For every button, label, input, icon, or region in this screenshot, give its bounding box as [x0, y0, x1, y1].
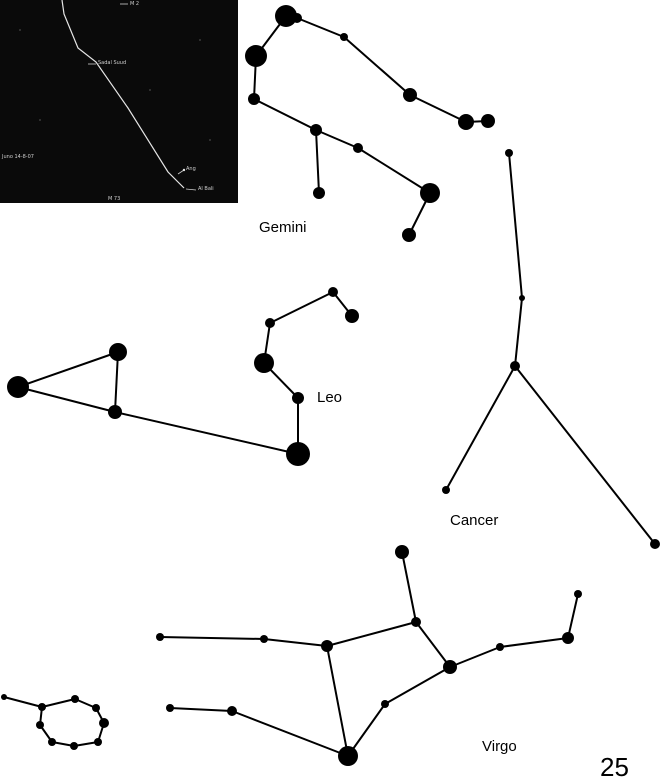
- leo-line: [115, 352, 118, 412]
- virgo-star: [321, 640, 333, 652]
- extra-star: [38, 703, 46, 711]
- virgo-line: [416, 622, 450, 667]
- extra-star: [1, 694, 7, 700]
- virgo-label: Virgo: [482, 738, 517, 755]
- leo-line: [18, 352, 118, 387]
- virgo-line: [232, 711, 348, 756]
- extra-star: [48, 738, 56, 746]
- leo-star: [265, 318, 275, 328]
- extra-line: [4, 697, 42, 707]
- leo-star: [108, 405, 122, 419]
- virgo-line: [500, 638, 568, 647]
- gemini-star: [310, 124, 322, 136]
- gemini-line: [297, 18, 344, 37]
- leo-star: [345, 309, 359, 323]
- virgo-star: [166, 704, 174, 712]
- virgo-star: [411, 617, 421, 627]
- gemini-star: [403, 88, 417, 102]
- virgo-star: [381, 700, 389, 708]
- gemini-star: [402, 228, 416, 242]
- virgo-line: [450, 647, 500, 667]
- virgo-star: [496, 643, 504, 651]
- gemini-line: [410, 95, 466, 122]
- extra-star: [94, 738, 102, 746]
- cancer-line: [446, 366, 515, 490]
- gemini-star: [245, 45, 267, 67]
- virgo-line: [385, 667, 450, 704]
- gemini-line: [344, 37, 410, 95]
- virgo-line: [170, 708, 232, 711]
- extra-star: [71, 695, 79, 703]
- inset-label-m73: M 73: [108, 196, 120, 202]
- gemini-star: [420, 183, 440, 203]
- virgo-line: [327, 646, 348, 756]
- virgo-line: [160, 637, 264, 639]
- virgo-star: [562, 632, 574, 644]
- leo-label: Leo: [317, 389, 342, 406]
- virgo-star: [260, 635, 268, 643]
- virgo-star: [227, 706, 237, 716]
- virgo-star: [395, 545, 409, 559]
- extra-star: [70, 742, 78, 750]
- virgo-line: [402, 552, 416, 622]
- gemini-star: [340, 33, 348, 41]
- leo-star: [254, 353, 274, 373]
- gemini-line: [358, 148, 430, 193]
- extra-star: [36, 721, 44, 729]
- virgo-line: [568, 594, 578, 638]
- gemini-line: [316, 130, 358, 148]
- inset-label-ang: Ang: [186, 166, 196, 172]
- gemini-star: [481, 114, 495, 128]
- inset-label-al-bali: Al Bali: [198, 186, 214, 192]
- inset-star-photo: M 2 Sadal Suud Juno 14-8-07 Ang Al Bali …: [0, 0, 238, 203]
- inset-label-sadal-suud: Sadal Suud: [98, 60, 126, 66]
- cancer-label: Cancer: [450, 512, 498, 529]
- leo-star: [328, 287, 338, 297]
- virgo-star: [574, 590, 582, 598]
- extra-star: [99, 718, 109, 728]
- leo-line: [18, 387, 115, 412]
- cancer-star: [442, 486, 450, 494]
- cancer-star: [519, 295, 525, 301]
- cancer-star: [505, 149, 513, 157]
- gemini-line: [254, 99, 316, 130]
- page-number: 25: [600, 752, 629, 783]
- cancer-line: [509, 153, 522, 298]
- virgo-line: [327, 622, 416, 646]
- leo-star: [7, 376, 29, 398]
- gemini-star: [248, 93, 260, 105]
- virgo-star: [443, 660, 457, 674]
- virgo-line: [264, 639, 327, 646]
- leo-line: [115, 412, 298, 454]
- gemini-label: Gemini: [259, 219, 307, 236]
- leo-star: [292, 392, 304, 404]
- cancer-star: [510, 361, 520, 371]
- gemini-star: [292, 13, 302, 23]
- leo-star: [109, 343, 127, 361]
- inset-label-juno: Juno 14-8-07: [2, 154, 34, 160]
- cancer-line: [515, 298, 522, 366]
- inset-track-lines: [0, 0, 238, 203]
- cancer-star: [650, 539, 660, 549]
- virgo-star: [156, 633, 164, 641]
- gemini-line: [316, 130, 319, 193]
- extra-line: [42, 699, 75, 707]
- gemini-star: [458, 114, 474, 130]
- extra-star: [92, 704, 100, 712]
- constellation-chart-page: M 2 Sadal Suud Juno 14-8-07 Ang Al Bali …: [0, 0, 668, 767]
- leo-line: [270, 292, 333, 323]
- gemini-star: [353, 143, 363, 153]
- cancer-line: [515, 366, 655, 544]
- virgo-star: [338, 746, 358, 766]
- inset-label-m2: M 2: [130, 1, 139, 7]
- leo-star: [286, 442, 310, 466]
- gemini-star: [313, 187, 325, 199]
